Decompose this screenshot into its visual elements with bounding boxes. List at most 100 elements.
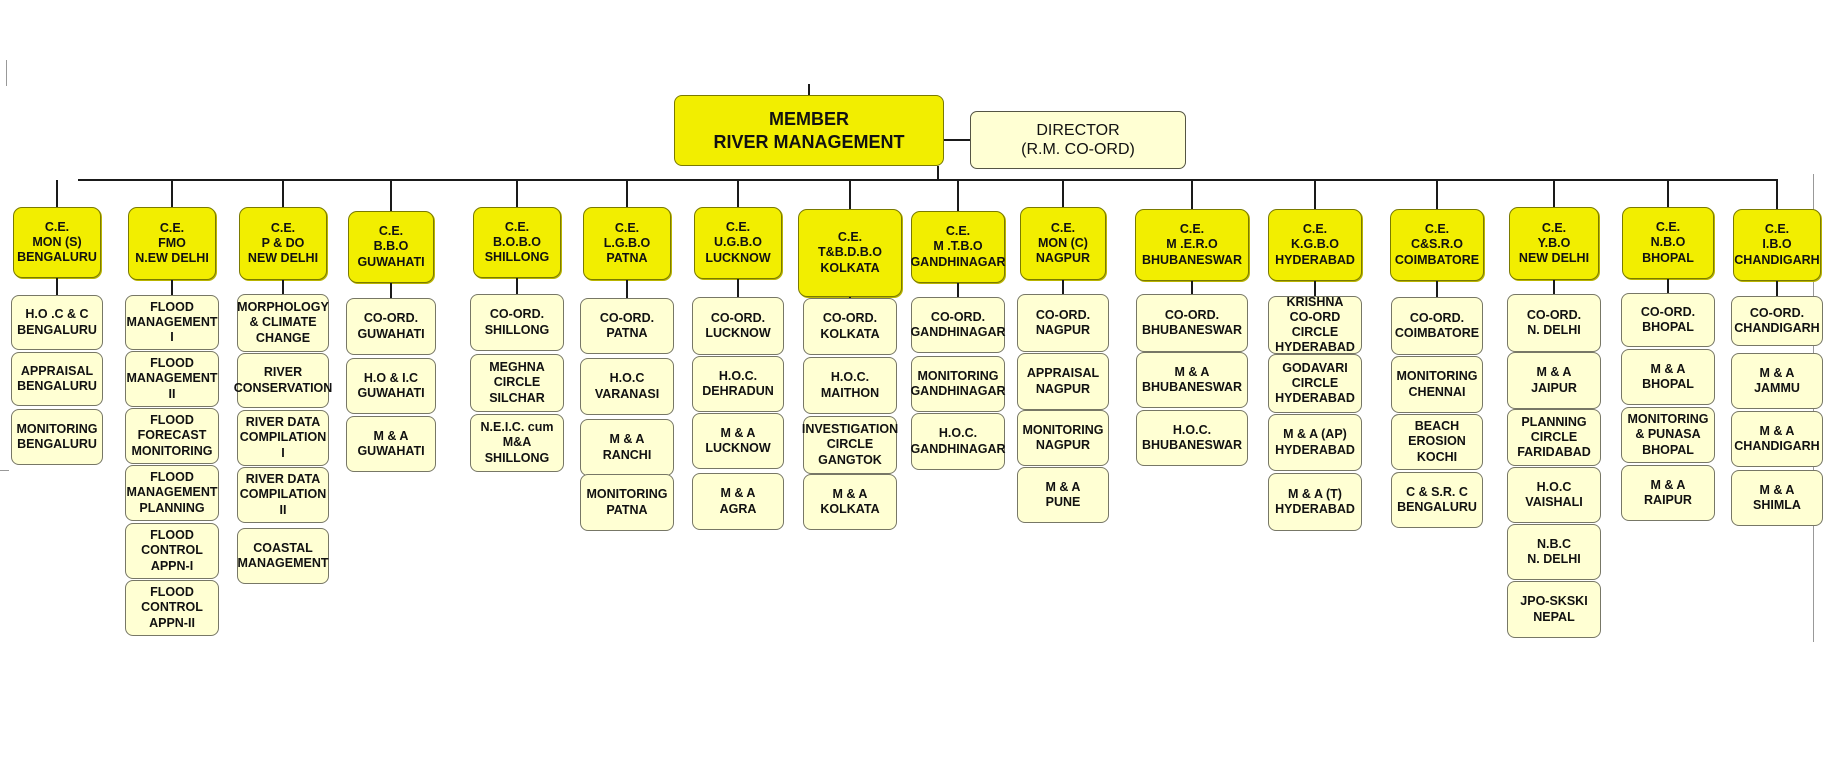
chief-engineer-box: C.E. L.G.B.O PATNA [583,207,671,280]
head-unit-connector [516,278,518,294]
unit-box: M & A RANCHI [580,419,674,476]
unit-box: KRISHNA CO-ORD CIRCLE HYDERABAD [1268,295,1362,354]
unit-box: CO-ORD. CHANDIGARH [1731,296,1823,346]
unit-box: FLOOD CONTROL APPN-I [125,523,219,579]
unit-box: RIVER CONSERVATION [234,353,332,408]
head-unit-connector [1667,279,1669,293]
unit-box: H.O.C VAISHALI [1507,467,1601,523]
unit-box: M & A PUNE [1017,467,1109,523]
unit-box: JPO-SKSKI NEPAL [1507,581,1601,638]
column-connector [1436,180,1438,209]
unit-box: M & A BHOPAL [1621,349,1715,405]
column-connector [737,180,739,207]
chief-engineer-box: C.E. B.O.B.O SHILLONG [473,207,561,278]
column-connector [171,180,173,207]
unit-box: M & A LUCKNOW [692,413,784,469]
main-horizontal-bus [78,179,1778,181]
member-river-management-box: MEMBER RIVER MANAGEMENT [674,95,944,166]
chief-engineer-box: C.E. P & DO NEW DELHI [239,207,327,280]
unit-box: H.O.C. BHUBANESWAR [1136,410,1248,466]
chief-engineer-box: C.E. Y.B.O NEW DELHI [1509,207,1599,280]
unit-box: N.B.C N. DELHI [1507,524,1601,580]
unit-box: M & A BHUBANESWAR [1136,352,1248,408]
chief-engineer-box: C.E. M .T.B.O GANDHINAGAR [910,211,1006,283]
unit-box: PLANNING CIRCLE FARIDABAD [1507,409,1601,466]
head-unit-connector [957,283,959,297]
chief-engineer-box: C.E. I.B.O CHANDIGARH [1733,209,1821,281]
unit-box: H.O.C. GANDHINAGAR [910,413,1006,470]
unit-box: MONITORING & PUNASA BHOPAL [1621,407,1715,463]
unit-box: M & A JAIPUR [1507,352,1601,409]
member-director-connector [943,139,970,141]
unit-box: H.O.C. MAITHON [803,357,897,414]
unit-box: APPRAISAL BENGALURU [11,352,103,406]
head-unit-connector [282,280,284,294]
head-unit-connector [1436,281,1438,297]
unit-box: CO-ORD. NAGPUR [1017,294,1109,352]
unit-box: H.O & I.C GUWAHATI [346,358,436,414]
unit-box: FLOOD CONTROL APPN-II [125,580,219,636]
chief-engineer-box: C.E. N.B.O BHOPAL [1622,207,1714,279]
unit-box: CO-ORD. KOLKATA [803,298,897,355]
unit-box: FLOOD FORECAST MONITORING [125,408,219,464]
unit-box: MONITORING NAGPUR [1017,410,1109,466]
chief-engineer-box: C.E. FMO N.EW DELHI [128,207,216,280]
unit-box: CO-ORD. PATNA [580,298,674,354]
unit-box: INVESTIGATION CIRCLE GANGTOK [802,416,898,474]
unit-box: MORPHOLOGY & CLIMATE CHANGE [237,294,329,352]
unit-box: MONITORING BENGALURU [11,409,103,465]
column-connector [1667,180,1669,207]
unit-box: H.O .C & C BENGALURU [11,295,103,350]
member-top-connector [808,84,810,96]
column-connector [1062,180,1064,207]
unit-box: M & A SHIMLA [1731,470,1823,526]
director-rm-coord-box: DIRECTOR (R.M. CO-ORD) [970,111,1186,169]
chief-engineer-box: C.E. MON (C) NAGPUR [1020,207,1106,280]
unit-box: H.O.C VARANASI [580,358,674,415]
head-unit-connector [171,280,173,295]
column-connector [1314,180,1316,209]
unit-box: RIVER DATA COMPILATION II [237,467,329,523]
unit-box: MONITORING CHENNAI [1391,356,1483,413]
unit-box: M & A (T) HYDERABAD [1268,473,1362,531]
scan-edge-mark [0,470,9,471]
unit-box: FLOOD MANAGEMENT II [125,351,219,407]
unit-box: M & A GUWAHATI [346,416,436,472]
head-unit-connector [1314,281,1316,296]
unit-box: C & S.R. C BENGALURU [1391,472,1483,528]
unit-box: CO-ORD. SHILLONG [470,294,564,351]
unit-box: MEGHNA CIRCLE SILCHAR [470,354,564,412]
chief-engineer-box: C.E. M .E.R.O BHUBANESWAR [1135,209,1249,281]
unit-box: CO-ORD. GANDHINAGAR [910,297,1006,353]
chief-engineer-box: C.E. U.G.B.O LUCKNOW [694,207,782,279]
head-unit-connector [1553,280,1555,294]
unit-box: MONITORING GANDHINAGAR [910,356,1006,412]
column-connector [849,180,851,209]
unit-box: CO-ORD. N. DELHI [1507,294,1601,352]
unit-box: APPRAISAL NAGPUR [1017,353,1109,410]
unit-box: M & A (AP) HYDERABAD [1268,414,1362,471]
unit-box: M & A CHANDIGARH [1731,411,1823,467]
unit-box: M & A RAIPUR [1621,465,1715,521]
scan-edge-mark-top [6,60,7,86]
unit-box: M & A KOLKATA [803,474,897,530]
unit-box: M & A AGRA [692,473,784,530]
column-connector [390,180,392,211]
unit-box: N.E.I.C. cum M&A SHILLONG [470,414,564,472]
column-connector [957,180,959,211]
chief-engineer-box: C.E. C&S.R.O COIMBATORE [1390,209,1484,281]
unit-box: CO-ORD. LUCKNOW [692,297,784,355]
unit-box: FLOOD MANAGEMENT PLANNING [125,465,219,521]
chief-engineer-box: C.E. MON (S) BENGALURU [13,207,101,278]
unit-box: COASTAL MANAGEMENT [237,528,329,584]
head-unit-connector [56,278,58,295]
unit-box: CO-ORD. BHUBANESWAR [1136,294,1248,352]
column-connector [56,180,58,207]
column-connector [1776,180,1778,209]
column-connector [626,180,628,207]
head-unit-connector [1191,281,1193,294]
unit-box: CO-ORD. GUWAHATI [346,298,436,355]
unit-box: CO-ORD. COIMBATORE [1391,297,1483,355]
unit-box: FLOOD MANAGEMENT I [125,295,219,350]
